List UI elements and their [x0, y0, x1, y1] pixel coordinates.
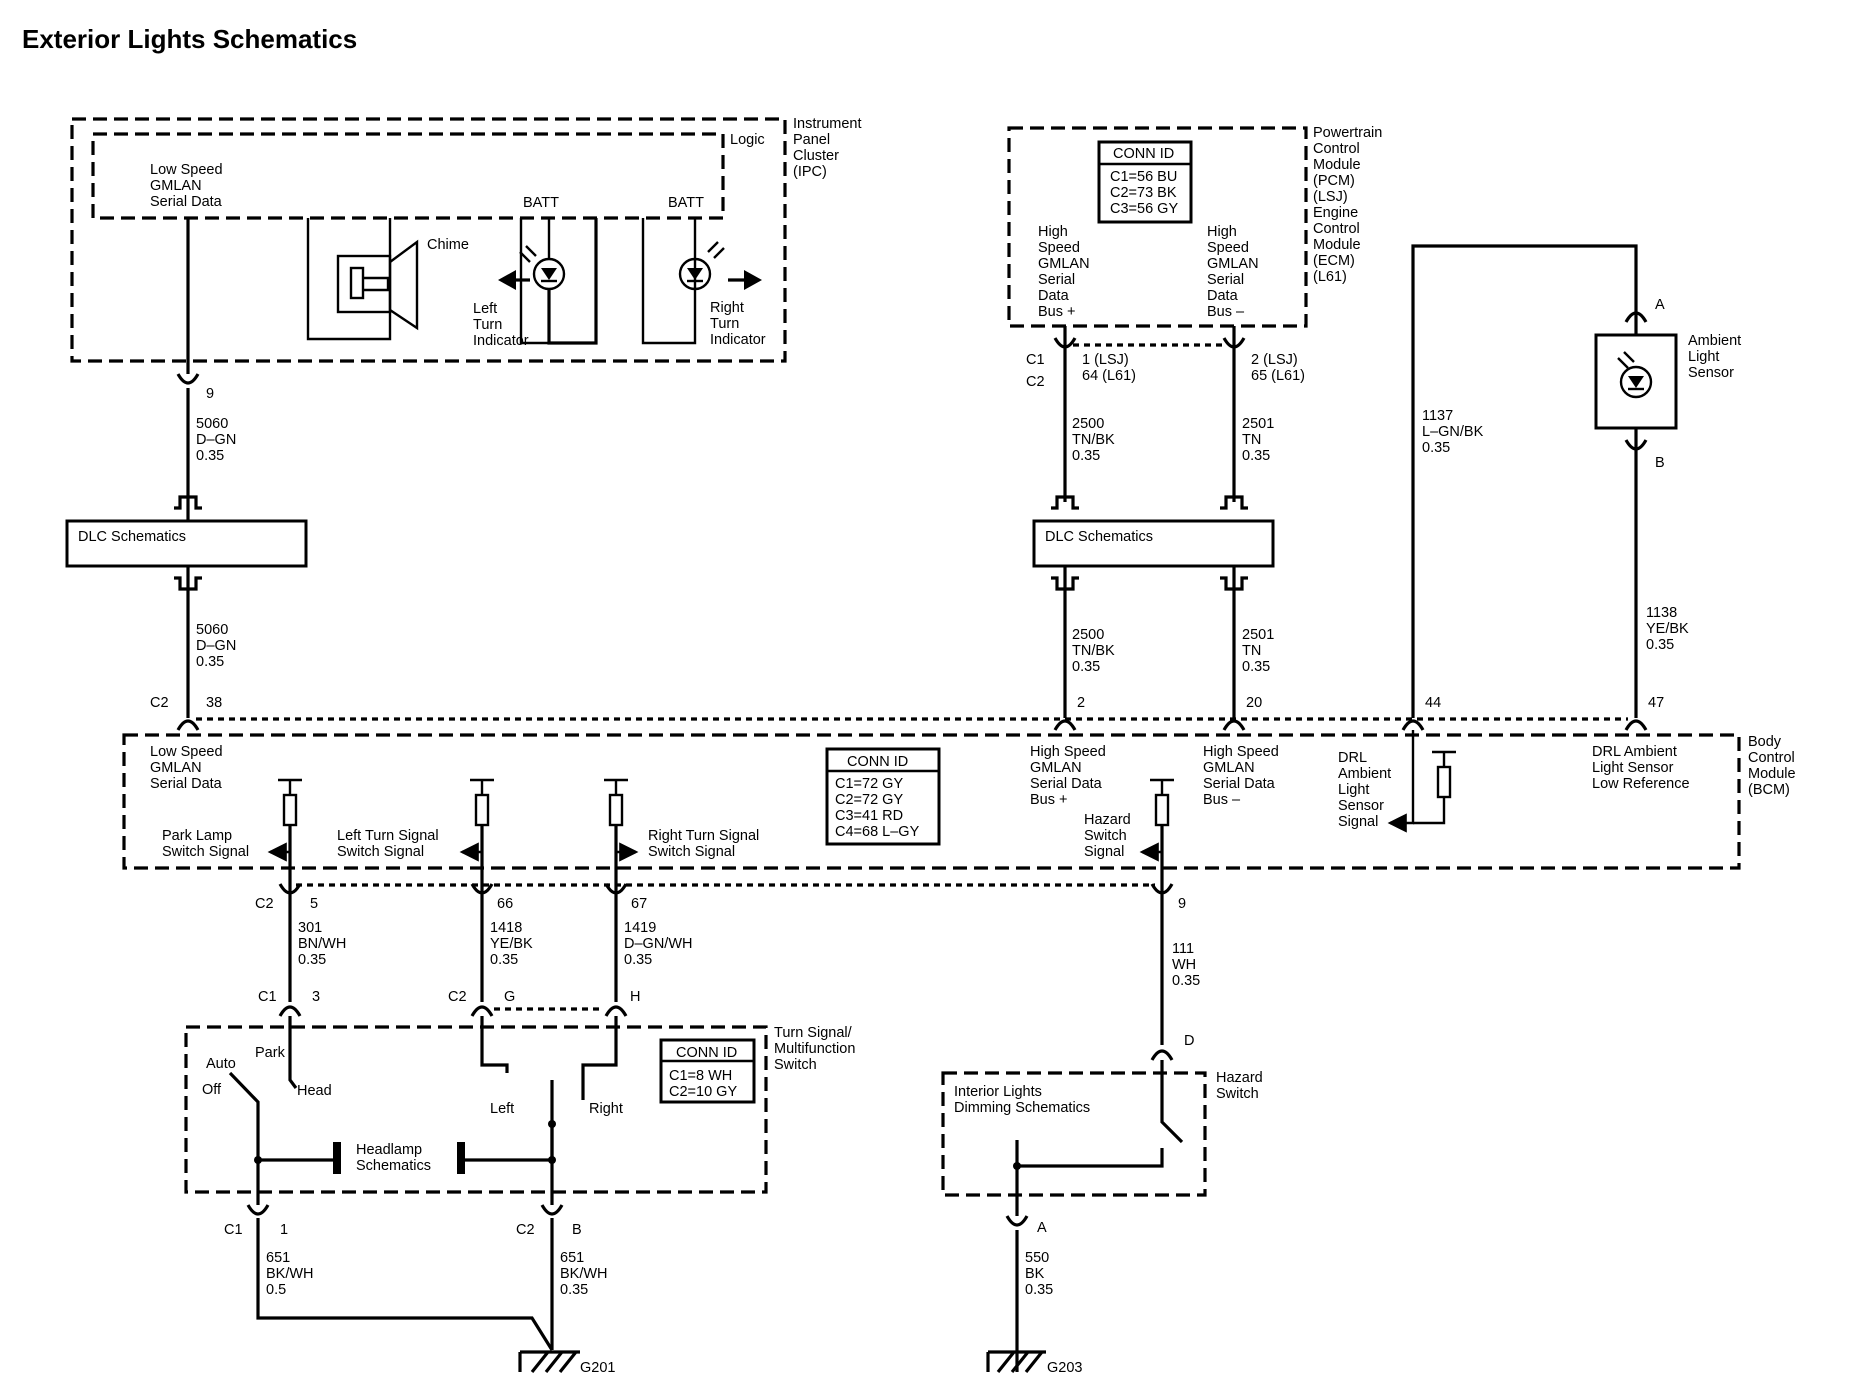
sensor-pin-a: A [1655, 297, 1665, 313]
switch-left-label: Left [490, 1101, 514, 1117]
pin-hazard-a: A [1037, 1220, 1047, 1236]
switch-auto-label: Auto [206, 1056, 236, 1072]
pin-bcm-2: 2 [1077, 695, 1085, 711]
pcm-c2-label: C2 [1026, 374, 1045, 390]
switch-head-label: Head [297, 1083, 332, 1099]
pin-low-c2: C2 [255, 896, 274, 912]
pin-ts-3: 3 [312, 989, 320, 1005]
dlc-right-label: DLC Schematics [1045, 529, 1153, 545]
pin-bcm-44: 44 [1425, 695, 1441, 711]
pin-low-66: 66 [497, 896, 513, 912]
page-title: Exterior Lights Schematics [22, 24, 357, 54]
ground-g203-label: G203 [1047, 1360, 1082, 1376]
ipc-logic-label: Logic [730, 132, 765, 148]
ground-wiring [256, 1218, 1046, 1373]
ground-g201-label: G201 [580, 1360, 615, 1376]
pcm-conn-id-title: CONN ID [1113, 146, 1174, 162]
hazard-switch [941, 900, 1207, 1372]
pin-ts-c2: C2 [448, 989, 467, 1005]
sensor-pin-b: B [1655, 455, 1665, 471]
pin-low-5: 5 [310, 896, 318, 912]
ipc-module [70, 117, 787, 374]
pin-low-67: 67 [631, 896, 647, 912]
pin-ts-h: H [630, 989, 640, 1005]
pin-bottom-b: B [572, 1222, 582, 1238]
ambient-light-sensor [1411, 244, 1678, 718]
ipc-batt-left-label: BATT [523, 195, 559, 211]
pin-bottom-1: 1 [280, 1222, 288, 1238]
switch-off-label: Off [202, 1082, 222, 1098]
pin-ipc-9: 9 [206, 386, 214, 402]
pin-hazard-d: D [1184, 1033, 1194, 1049]
dlc-left-label: DLC Schematics [78, 529, 186, 545]
turn-signal-switch [184, 900, 768, 1205]
pin-bottom-c1: C1 [224, 1222, 243, 1238]
pin-bcm-20: 20 [1246, 695, 1262, 711]
chime-label: Chime [427, 237, 469, 253]
dlc-left-block [65, 388, 308, 718]
pin-ts-c1: C1 [258, 989, 277, 1005]
ipc-batt-right-label: BATT [668, 195, 704, 211]
pcm-pin-left-label: 1 (LSJ)64 (L61) [1082, 352, 1136, 384]
connector-terminals [174, 311, 1648, 1227]
pin-bcm-c2: C2 [150, 695, 169, 711]
turn-switch-conn-id-title: CONN ID [676, 1045, 737, 1061]
pcm-c1-label: C1 [1026, 352, 1045, 368]
pin-ts-g: G [504, 989, 515, 1005]
pcm-pin-right-label: 2 (LSJ)65 (L61) [1251, 352, 1305, 384]
pin-low-9: 9 [1178, 896, 1186, 912]
switch-right-label: Right [589, 1101, 623, 1117]
pin-bottom-c2: C2 [516, 1222, 535, 1238]
switch-park-label: Park [255, 1045, 286, 1061]
pin-bcm-38: 38 [206, 695, 222, 711]
bcm-module [122, 717, 1741, 900]
dlc-right-block [1032, 519, 1275, 718]
bcm-conn-id-title: CONN ID [847, 754, 908, 770]
pcm-module [1007, 126, 1308, 502]
pin-bcm-47: 47 [1648, 695, 1664, 711]
